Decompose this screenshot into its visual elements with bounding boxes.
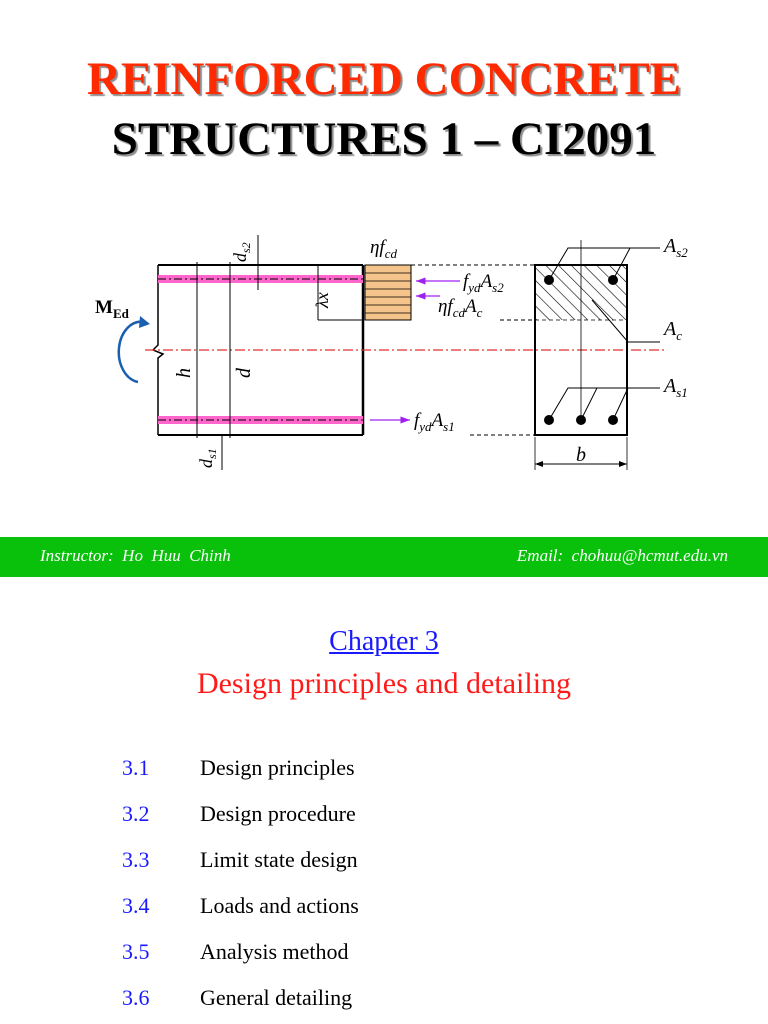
chapter-link[interactable]: Chapter 3 — [329, 626, 439, 657]
cross-section — [534, 240, 660, 470]
projection-lines — [411, 264, 535, 436]
label-lambda-x: λx — [312, 292, 332, 309]
toc-text: Design procedure — [200, 801, 356, 826]
label-eta-fcd: ηfcd — [370, 237, 397, 261]
title-line-2: STRUCTURES 1 – CI2091 — [111, 113, 657, 165]
toc-number: 3.1 — [122, 755, 150, 780]
label-ds2: ds2 — [230, 242, 253, 262]
toc-text: Analysis method — [200, 939, 349, 964]
toc-number: 3.4 — [122, 893, 150, 918]
toc-item: 3.5 Analysis method — [0, 939, 768, 969]
label-eta-fcd-ac: ηfcdAc — [438, 296, 483, 320]
moment-label: MEd — [95, 297, 130, 321]
toc-item: 3.2 Design procedure — [0, 801, 768, 831]
label-as1: As1 — [662, 375, 688, 400]
toc-item: 3.3 Limit state design — [0, 847, 768, 877]
label-fyd-as2: fydAs2 — [463, 271, 504, 295]
label-fyd-as1: fydAs1 — [414, 410, 455, 434]
toc-text: Limit state design — [200, 847, 358, 872]
toc-item: 3.4 Loads and actions — [0, 893, 768, 923]
toc-number: 3.6 — [122, 985, 150, 1010]
label-ds1: ds1 — [196, 448, 219, 468]
beam-elevation — [145, 235, 665, 470]
title-line-1: REINFORCED CONCRETE — [86, 53, 682, 105]
label-as2: As2 — [662, 235, 688, 260]
instructor-banner: Instructor: Ho Huu Chinh Email: chohuu@h… — [0, 537, 768, 577]
toc-number: 3.3 — [122, 847, 150, 872]
label-h: h — [173, 368, 195, 378]
beam-section-diagram: MEd ds2 ds1 h d λx ηfcd fydAs2 ηfcdAc fy… — [95, 235, 688, 470]
label-b: b — [576, 444, 586, 466]
toc-number: 3.5 — [122, 939, 150, 964]
instructor-name: Instructor: Ho Huu Chinh — [40, 546, 231, 565]
toc-number: 3.2 — [122, 801, 150, 826]
chapter-title: Design principles and detailing — [196, 667, 572, 700]
moment-arrow — [117, 316, 150, 384]
compression-block — [364, 264, 412, 321]
toc-item: 3.1 Design principles — [0, 755, 768, 785]
toc-item: 3.6 General detailing — [0, 985, 768, 1015]
label-ac: Ac — [662, 318, 682, 343]
toc-text: General detailing — [200, 985, 353, 1010]
label-d: d — [233, 367, 255, 378]
toc-text: Loads and actions — [200, 893, 359, 918]
instructor-email[interactable]: Email: chohuu@hcmut.edu.vn — [516, 546, 728, 565]
toc-text: Design principles — [200, 755, 355, 780]
